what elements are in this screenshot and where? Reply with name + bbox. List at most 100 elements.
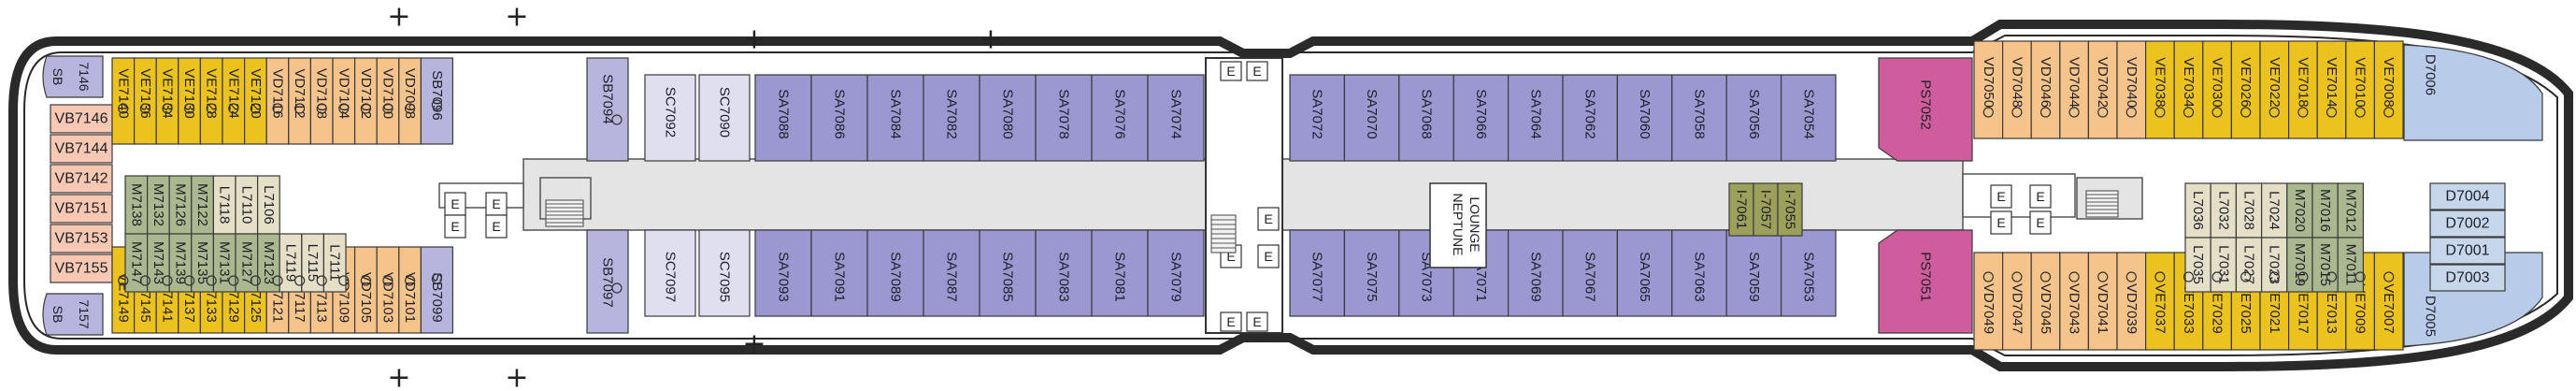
cabin-sa7058[interactable]: SA7058 <box>1671 74 1727 162</box>
cabin-ve7014[interactable]: VE7014 <box>2316 40 2347 139</box>
cabin-sc7090[interactable]: SC7090 <box>698 74 751 162</box>
cabin-vd7045[interactable]: VD7045 <box>2030 252 2061 351</box>
cabin-ve7130[interactable]: VE7130 <box>178 57 202 145</box>
cabin-m7019[interactable]: M7019 <box>2286 237 2313 293</box>
cabin-l7118[interactable]: L7118 <box>212 175 236 235</box>
cabin-d7002[interactable]: D7002 <box>2429 210 2506 238</box>
cabin-m7143[interactable]: M7143 <box>147 233 170 293</box>
cabin-m7139[interactable]: M7139 <box>168 233 193 293</box>
cabin-vb7146[interactable]: VB7146 <box>50 104 113 134</box>
cabin-sa7056[interactable]: SA7056 <box>1725 74 1782 162</box>
cabin-sa7088[interactable]: SA7088 <box>754 74 812 162</box>
cabin-vd7104[interactable]: VD7104 <box>332 57 356 145</box>
cabin-l7119[interactable]: L7119 <box>279 233 303 293</box>
cabin-sa7076[interactable]: SA7076 <box>1091 74 1149 162</box>
cabin-sa7077[interactable]: SA7077 <box>1289 229 1346 317</box>
cabin-i-7061[interactable]: I-7061 <box>1728 182 1754 237</box>
cabin-sb7094[interactable]: SB7094 <box>586 57 629 162</box>
cabin-vb7144[interactable]: VB7144 <box>50 134 113 164</box>
cabin-l7028[interactable]: L7028 <box>2235 182 2263 239</box>
cabin-ve7008[interactable]: VE7008 <box>2373 40 2404 139</box>
cabin-sa7070[interactable]: SA7070 <box>1343 74 1400 162</box>
cabin-m7015[interactable]: M7015 <box>2311 237 2339 293</box>
cabin-sa7067[interactable]: SA7067 <box>1562 229 1619 317</box>
cabin-l7111[interactable]: L7111 <box>322 233 347 293</box>
cabin-sa7081[interactable]: SA7081 <box>1091 229 1149 317</box>
cabin-sa7054[interactable]: SA7054 <box>1780 74 1837 162</box>
cabin-ve7037[interactable]: VE7037 <box>2145 252 2175 351</box>
cabin-m7131[interactable]: M7131 <box>212 233 236 293</box>
cabin-sa7059[interactable]: SA7059 <box>1725 229 1782 317</box>
cabin-sa7086[interactable]: SA7086 <box>810 74 868 162</box>
cabin-m7147[interactable]: M7147 <box>124 233 149 293</box>
cabin-vd7105[interactable]: VD7105 <box>354 246 378 334</box>
cabin-ps7052[interactable]: PS7052 <box>1878 57 1973 162</box>
cabin-sa7060[interactable]: SA7060 <box>1616 74 1673 162</box>
cabin-sa7079[interactable]: SA7079 <box>1147 229 1205 317</box>
cabin-vd7047[interactable]: VD7047 <box>2002 252 2032 351</box>
cabin-m7126[interactable]: M7126 <box>168 175 193 235</box>
cabin-sa7062[interactable]: SA7062 <box>1562 74 1619 162</box>
cabin-l7115[interactable]: L7115 <box>301 233 324 293</box>
cabin-l7035[interactable]: L7035 <box>2184 237 2211 293</box>
cabin-vd7043[interactable]: VD7043 <box>2059 252 2090 351</box>
cabin-vd7039[interactable]: VD7039 <box>2116 252 2147 351</box>
cabin-vd7048[interactable]: VD7048 <box>2002 40 2032 139</box>
cabin-sa7082[interactable]: SA7082 <box>923 74 980 162</box>
cabin-l7032[interactable]: L7032 <box>2210 182 2237 239</box>
cabin-d7006[interactable]: D7006 <box>2403 44 2543 141</box>
cabin-sa7087[interactable]: SA7087 <box>923 229 980 317</box>
cabin-sb7099[interactable]: SB7099 <box>420 246 453 334</box>
cabin-sa7083[interactable]: SA7083 <box>1035 229 1093 317</box>
cabin-m7138[interactable]: M7138 <box>124 175 149 235</box>
cabin-vd7112[interactable]: VD7112 <box>288 57 311 145</box>
cabin-m7122[interactable]: M7122 <box>191 175 215 235</box>
cabin-ve7134[interactable]: VE7134 <box>155 57 179 145</box>
cabin-m7132[interactable]: M7132 <box>147 175 170 235</box>
cabin-vd7116[interactable]: VD7116 <box>265 57 290 145</box>
cabin-i-7055[interactable]: I-7055 <box>1777 182 1803 237</box>
cabin-sa7063[interactable]: SA7063 <box>1671 229 1727 317</box>
cabin-ps7051[interactable]: PS7051 <box>1878 229 1973 334</box>
cabin-sa7084[interactable]: SA7084 <box>866 74 924 162</box>
cabin-ve7022[interactable]: VE7022 <box>2259 40 2290 139</box>
cabin-ve7120[interactable]: VE7120 <box>244 57 267 145</box>
cabin-ve7030[interactable]: VE7030 <box>2202 40 2233 139</box>
cabin-ve7128[interactable]: VE7128 <box>199 57 223 145</box>
cabin-sa7065[interactable]: SA7065 <box>1616 229 1673 317</box>
cabin-sa7080[interactable]: SA7080 <box>979 74 1037 162</box>
cabin-ve7007[interactable]: VE7007 <box>2373 252 2404 351</box>
cabin-ve7018[interactable]: VE7018 <box>2288 40 2318 139</box>
cabin-m7012[interactable]: M7012 <box>2337 182 2364 239</box>
cabin-sb7097[interactable]: SB7097 <box>586 229 629 334</box>
cabin-sa7085[interactable]: SA7085 <box>979 229 1037 317</box>
cabin-sa7053[interactable]: SA7053 <box>1780 229 1837 317</box>
cabin-vb7151[interactable]: VB7151 <box>50 194 113 224</box>
cabin-sb7096[interactable]: SB7096 <box>420 57 453 145</box>
cabin-m7020[interactable]: M7020 <box>2286 182 2313 239</box>
cabin-m7123[interactable]: M7123 <box>257 233 280 293</box>
cabin-sa7066[interactable]: SA7066 <box>1453 74 1510 162</box>
cabin-vd7108[interactable]: VD7108 <box>309 57 334 145</box>
cabin-sa7093[interactable]: SA7093 <box>754 229 812 317</box>
cabin-ve7010[interactable]: VE7010 <box>2345 40 2376 139</box>
cabin-m7135[interactable]: M7135 <box>191 233 215 293</box>
cabin-vd7046[interactable]: VD7046 <box>2030 40 2061 139</box>
cabin-l7027[interactable]: L7027 <box>2235 237 2263 293</box>
cabin-vd7041[interactable]: VD7041 <box>2087 252 2118 351</box>
cabin-sa7072[interactable]: SA7072 <box>1289 74 1346 162</box>
cabin-vb7142[interactable]: VB7142 <box>50 164 113 194</box>
cabin-sa7089[interactable]: SA7089 <box>866 229 924 317</box>
cabin-vb7153[interactable]: VB7153 <box>50 224 113 253</box>
cabin-sc7095[interactable]: SC7095 <box>698 229 751 317</box>
cabin-l7110[interactable]: L7110 <box>235 175 259 235</box>
cabin-d7001[interactable]: D7001 <box>2429 237 2506 265</box>
cabin-l7024[interactable]: L7024 <box>2261 182 2288 239</box>
cabin-vd7049[interactable]: VD7049 <box>1973 252 2004 351</box>
cabin-sa7064[interactable]: SA7064 <box>1507 74 1564 162</box>
cabin-vd7101[interactable]: VD7101 <box>398 246 422 334</box>
cabin-sa7069[interactable]: SA7069 <box>1507 229 1564 317</box>
cabin-ve7034[interactable]: VE7034 <box>2173 40 2204 139</box>
cabin-m7016[interactable]: M7016 <box>2311 182 2339 239</box>
